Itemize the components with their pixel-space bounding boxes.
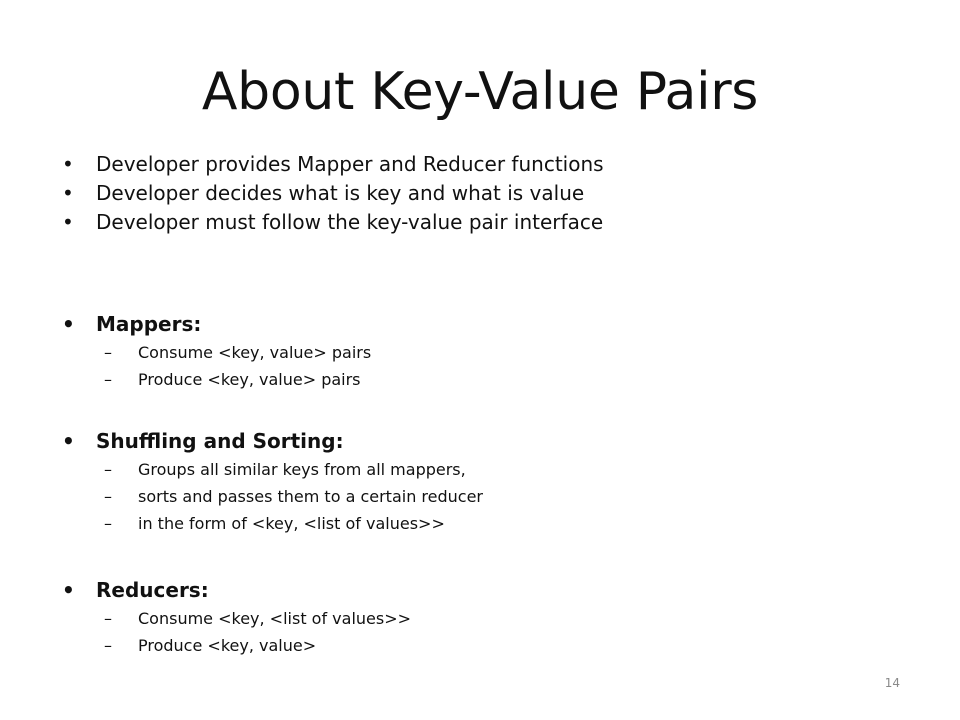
section-heading-text: Mappers: [96,312,202,336]
section-item-text: sorts and passes them to a certain reduc… [138,487,484,506]
section-heading-text: Reducers: [96,578,209,602]
section-item: – Consume <key, <list of values>> [62,605,922,632]
dash-icon: – [104,487,112,506]
intro-bullet-list: • Developer provides Mapper and Reducer … [62,150,922,237]
dash-icon: – [104,370,112,389]
section-item-text: Consume <key, <list of values>> [138,609,412,628]
bullet-icon: • [62,312,75,336]
section-item: – sorts and passes them to a certain red… [62,483,922,510]
section-item: – Consume <key, value> pairs [62,339,922,366]
dash-icon: – [104,636,112,655]
bullet-icon: • [62,210,74,234]
section-item: – Produce <key, value> [62,632,922,659]
dash-icon: – [104,343,112,362]
intro-point-text: Developer decides what is key and what i… [96,181,585,205]
intro-point: • Developer must follow the key-value pa… [62,208,922,237]
intro-point: • Developer provides Mapper and Reducer … [62,150,922,179]
section-item: – in the form of <key, <list of values>> [62,510,922,537]
section-item-text: Produce <key, value> pairs [138,370,361,389]
bullet-icon: • [62,152,74,176]
dash-icon: – [104,609,112,628]
bullet-icon: • [62,181,74,205]
slide-title: About Key-Value Pairs [201,62,759,122]
section-item-text: Groups all similar keys from all mappers… [138,460,466,479]
section-reducers: • Reducers: – Consume <key, <list of val… [62,576,922,659]
intro-point-text: Developer provides Mapper and Reducer fu… [96,152,604,176]
section-heading: • Reducers: [62,576,922,605]
section-item: – Produce <key, value> pairs [62,366,922,393]
section-shuffling-sorting: • Shuffling and Sorting: – Groups all si… [62,427,922,537]
dash-icon: – [104,460,112,479]
section-item-text: Consume <key, value> pairs [138,343,372,362]
page-number: 14 [884,676,900,690]
intro-point-text: Developer must follow the key-value pair… [96,210,604,234]
bullet-icon: • [62,578,75,602]
section-mappers: • Mappers: – Consume <key, value> pairs … [62,310,922,393]
section-heading: • Mappers: [62,310,922,339]
section-item-text: in the form of <key, <list of values>> [138,514,445,533]
bullet-icon: • [62,429,75,453]
section-item-text: Produce <key, value> [138,636,317,655]
section-heading-text: Shuffling and Sorting: [96,429,344,453]
section-item: – Groups all similar keys from all mappe… [62,456,922,483]
intro-point: • Developer decides what is key and what… [62,179,922,208]
section-heading: • Shuffling and Sorting: [62,427,922,456]
dash-icon: – [104,514,112,533]
